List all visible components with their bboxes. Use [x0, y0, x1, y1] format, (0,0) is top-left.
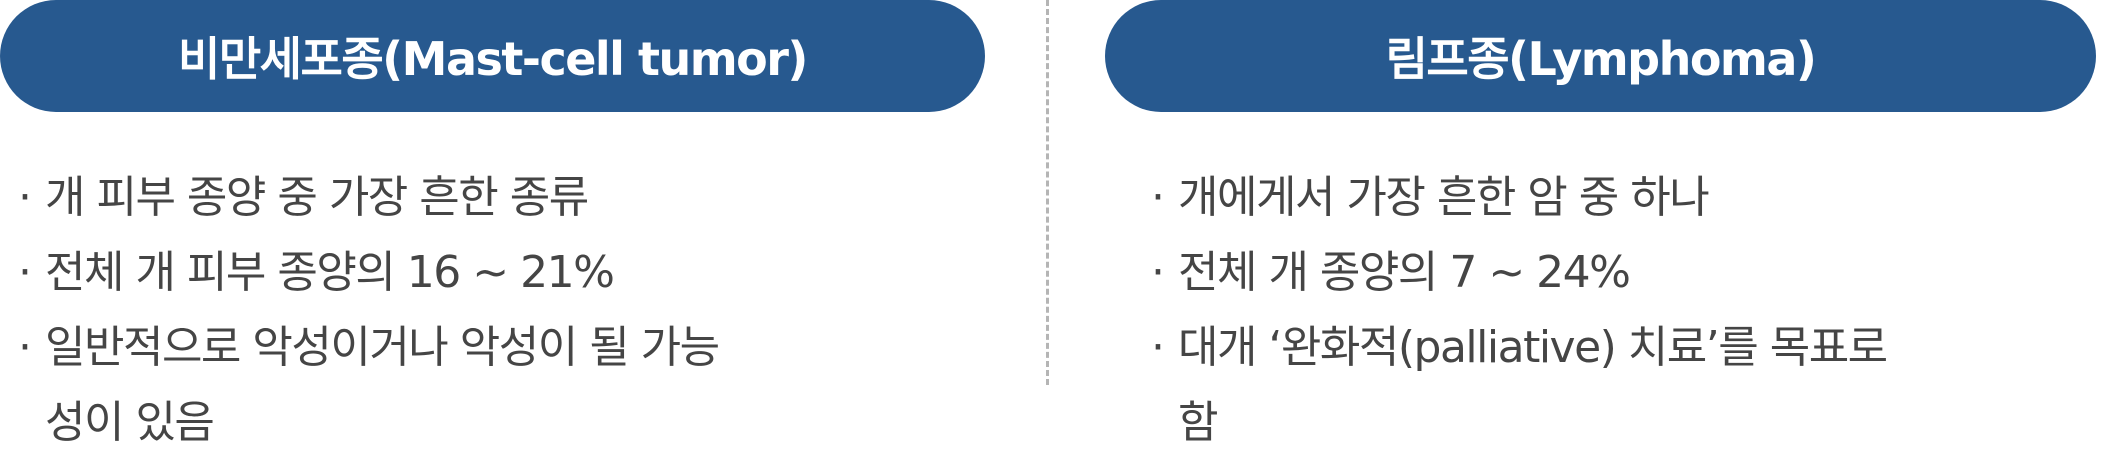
- mast-cell-tumor-title: 비만세포종(Mast-cell tumor): [0, 0, 985, 112]
- list-item: ·전체 개 피부 종양의 16 ~ 21%: [18, 235, 719, 310]
- lymphoma-title: 림프종(Lymphoma): [1105, 0, 2096, 112]
- bullet-icon: ·: [1151, 247, 1165, 298]
- list-item: ·전체 개 종양의 7 ~ 24%: [1151, 235, 1887, 310]
- bullet-icon: ·: [18, 172, 32, 223]
- bullet-icon: ·: [1151, 322, 1165, 373]
- lymphoma-column: 림프종(Lymphoma) ·개에게서 가장 흔한 암 중 하나 ·전체 개 종…: [1105, 0, 2104, 456]
- column-divider: [1046, 0, 1049, 385]
- list-item: ·개 피부 종양 중 가장 흔한 종류: [18, 160, 719, 235]
- bullet-icon: ·: [1151, 172, 1165, 223]
- bullet-icon: ·: [18, 247, 32, 298]
- bullet-icon: ·: [18, 322, 32, 373]
- list-item: ·개에게서 가장 흔한 암 중 하나: [1151, 160, 1887, 235]
- lymphoma-facts: ·개에게서 가장 흔한 암 중 하나 ·전체 개 종양의 7 ~ 24% ·대개…: [1151, 160, 1888, 460]
- mast-cell-tumor-column: 비만세포종(Mast-cell tumor) ·개 피부 종양 중 가장 흔한 …: [0, 0, 1000, 456]
- mast-cell-tumor-facts: ·개 피부 종양 중 가장 흔한 종류 ·전체 개 피부 종양의 16 ~ 21…: [18, 160, 720, 460]
